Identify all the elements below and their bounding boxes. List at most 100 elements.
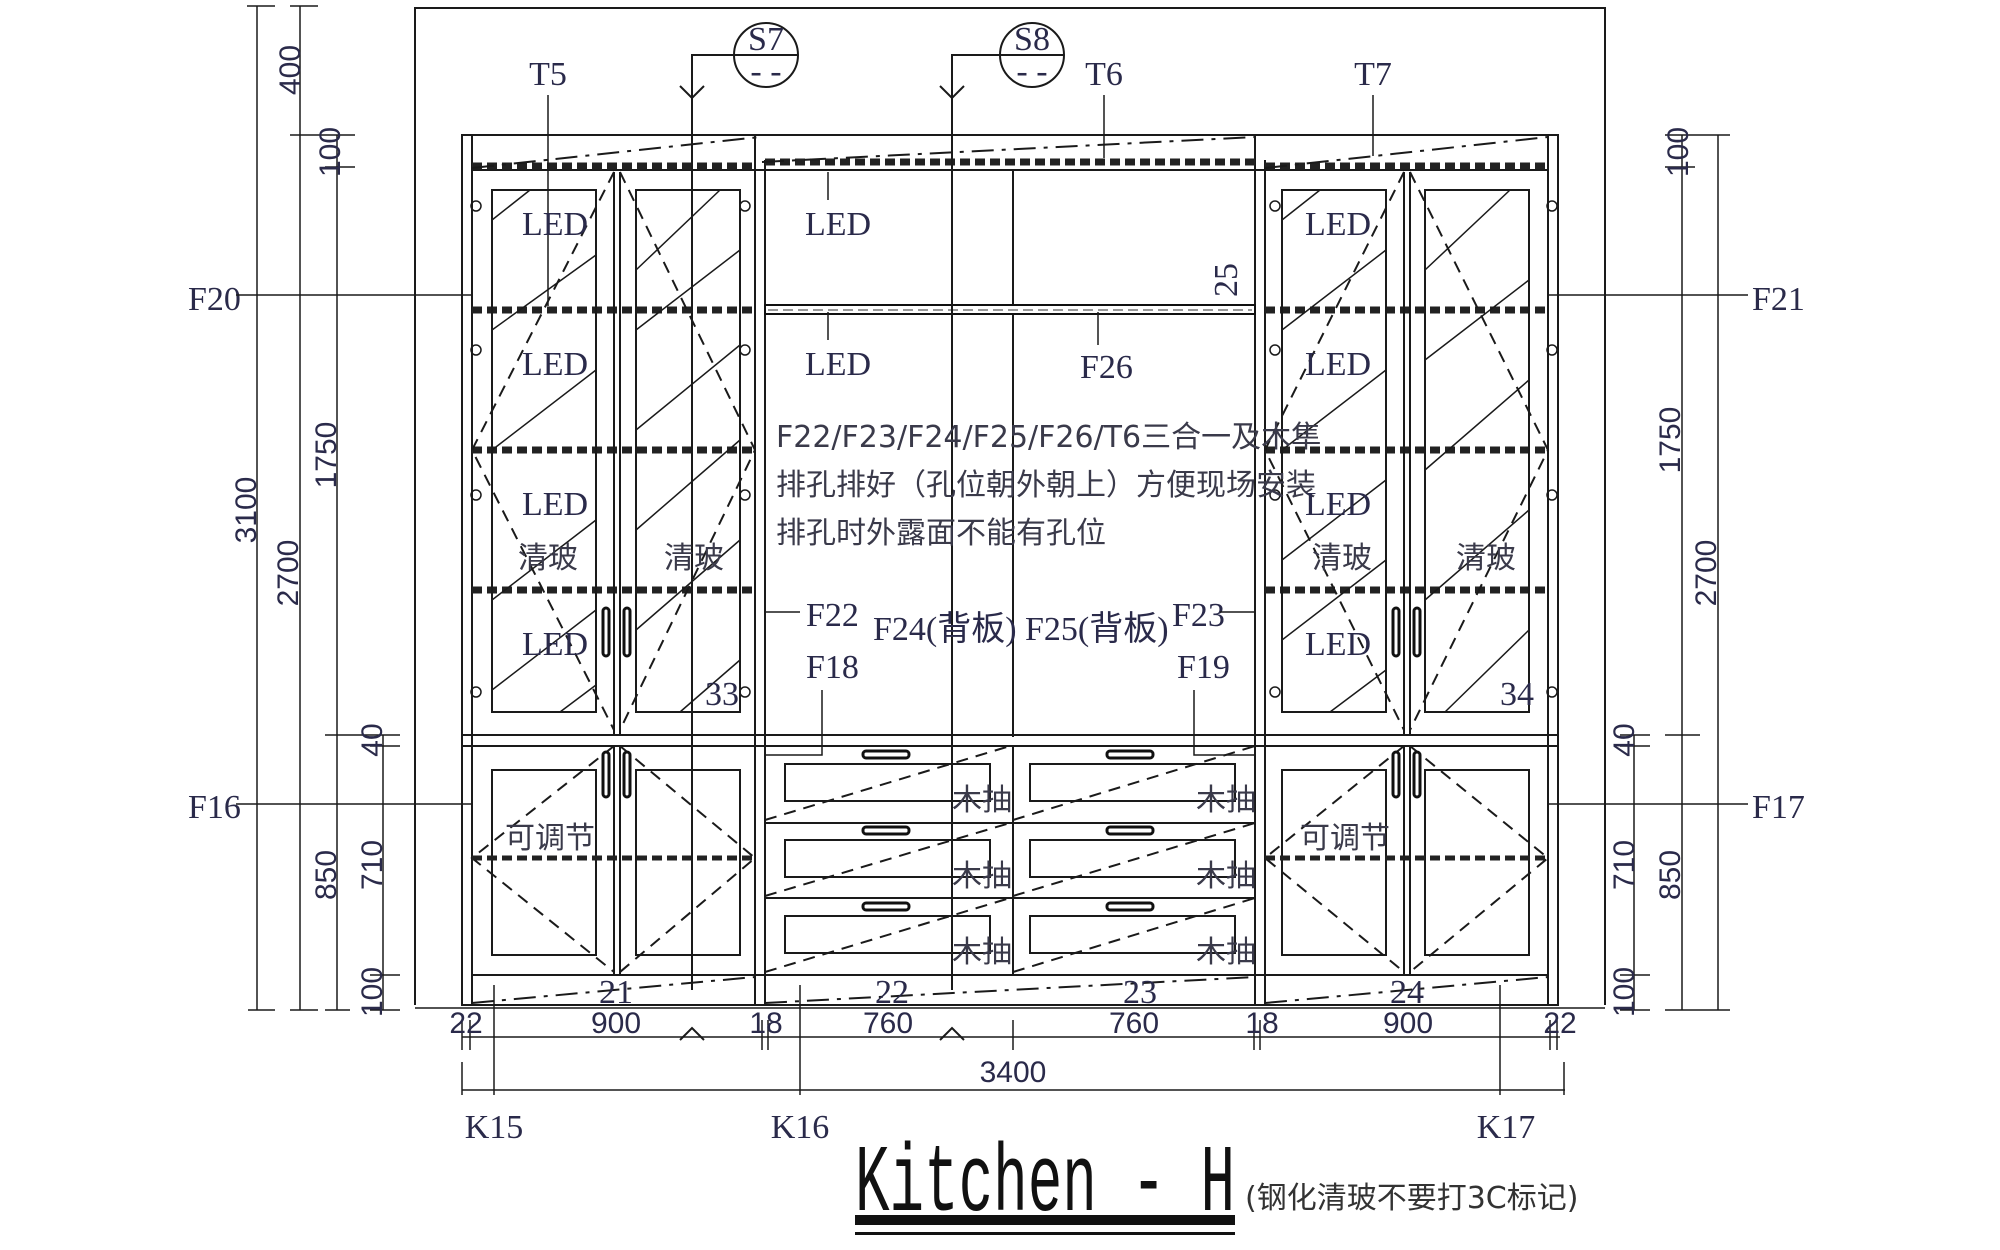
note-line-1: F22/F23/F24/F25/F26/T6三合一及木隼 (776, 420, 1321, 455)
shelf-pin-icons (470, 200, 751, 698)
side-labels: F20 F21 F16 F17 (188, 281, 1805, 826)
led-label: LED (522, 626, 588, 663)
label-k17: K17 (1477, 1109, 1536, 1146)
label-f16: F16 (188, 789, 241, 826)
wood-drawer-label: 木抽 (1196, 935, 1256, 970)
dim-760-left: 760 (863, 1007, 913, 1040)
dim-100-top-right: 100 (1662, 127, 1695, 177)
dim-710-right: 710 (1608, 840, 1641, 890)
wood-drawer-label: 木抽 (1196, 859, 1256, 894)
clear-glass-label: 清玻 (664, 541, 724, 576)
dim-18-right: 18 (1245, 1007, 1278, 1040)
kick-number: 23 (1123, 974, 1157, 1011)
adjustable-label: 可调节 (505, 821, 595, 856)
dim-100-top: 100 (314, 127, 347, 177)
dim-22-right: 22 (1543, 1007, 1576, 1040)
kick-plinth (471, 976, 1549, 1004)
dim-40-right: 40 (1608, 723, 1641, 756)
dim-22-left: 22 (449, 1007, 482, 1040)
right-upper-glass-doors (1263, 171, 1558, 735)
dim-3100: 3100 (230, 477, 263, 544)
label-k15: K15 (465, 1109, 524, 1146)
top-labels: T5 T6 T7 (529, 56, 1392, 306)
left-upper-glass-doors (470, 171, 757, 735)
wood-drawer-label: 木抽 (1196, 783, 1256, 818)
kick-number: 24 (1390, 974, 1424, 1011)
clear-glass-label: 清玻 (518, 541, 578, 576)
label-34: 34 (1500, 676, 1534, 713)
dim-25: 25 (1208, 263, 1245, 297)
material-labels: 清玻 清玻 清玻 清玻 33 34 可调节 可调节 木抽 木抽 木抽 木抽 木抽… (505, 541, 1534, 970)
section-marker-s7: S7 - - (679, 21, 799, 1041)
left-lower-doors (470, 745, 757, 975)
led-label: LED (522, 346, 588, 383)
led-label: LED (522, 206, 588, 243)
label-f21: F21 (1752, 281, 1805, 318)
label-f23: F23 (1172, 597, 1225, 634)
dim-850: 850 (310, 850, 343, 900)
clear-glass-label: 清玻 (1312, 541, 1372, 576)
label-t5: T5 (529, 56, 567, 93)
label-f20: F20 (188, 281, 241, 318)
section-sub-s8: - - (1016, 53, 1047, 90)
note-line-3: 排孔时外露面不能有孔位 (776, 516, 1106, 551)
label-f22: F22 (806, 597, 859, 634)
kick-number: 21 (599, 974, 633, 1011)
dim-3400-total: 3400 (980, 1056, 1047, 1089)
dim-400: 400 (274, 45, 307, 95)
dim-900-left: 900 (591, 1007, 641, 1040)
dim-1750: 1750 (310, 422, 343, 489)
shelf-pin-icons (1269, 200, 1558, 698)
kick-number: 22 (875, 974, 909, 1011)
dim-900-right: 900 (1383, 1007, 1433, 1040)
right-dimensions: 100 1750 2700 40 850 710 100 (1608, 127, 1730, 1017)
wood-drawer-label: 木抽 (952, 783, 1012, 818)
label-t6: T6 (1085, 56, 1123, 93)
label-f17: F17 (1752, 789, 1805, 826)
section-marker-s8: S8 - - (939, 21, 1065, 1041)
led-label: LED (1305, 486, 1371, 523)
kick-numbers: 21 22 23 24 (599, 974, 1424, 1011)
dim-100-bottom-right: 100 (1608, 967, 1641, 1017)
clear-glass-label: 清玻 (1456, 541, 1516, 576)
label-t7: T7 (1354, 56, 1392, 93)
wood-drawer-label: 木抽 (952, 859, 1012, 894)
led-label: LED (805, 346, 871, 383)
led-label: LED (1305, 626, 1371, 663)
dim-850-right: 850 (1654, 850, 1687, 900)
assembly-note: F22/F23/F24/F25/F26/T6三合一及木隼 排孔排好（孔位朝外朝上… (776, 420, 1321, 551)
dim-1750-right: 1750 (1654, 407, 1687, 474)
kick-labels: K15 K16 K17 (465, 985, 1536, 1146)
cabinet-outline (461, 134, 1559, 1006)
wood-drawer-label: 木抽 (952, 935, 1012, 970)
label-f24-back-panel: F24(背板) (873, 610, 1017, 648)
dim-100-bottom: 100 (356, 967, 389, 1017)
dim-18-left: 18 (749, 1007, 782, 1040)
label-33: 33 (705, 676, 739, 713)
bottom-dimensions: 22 900 18 760 760 18 900 22 3400 (415, 1007, 1605, 1095)
section-sub-s7: - - (750, 53, 781, 90)
led-labels: LED LED LED LED LED LED LED LED LED LED (522, 172, 1371, 663)
drawing-title: Kitchen - H (钢化清玻不要打3C标记) (855, 1130, 1578, 1239)
led-label: LED (805, 206, 871, 243)
dim-40: 40 (356, 723, 389, 756)
dim-2700-right: 2700 (1690, 540, 1723, 607)
dim-2700: 2700 (272, 540, 305, 607)
label-f26: F26 (1080, 349, 1133, 386)
led-label: LED (522, 486, 588, 523)
label-f19: F19 (1177, 649, 1230, 686)
right-lower-doors (1263, 745, 1550, 975)
note-line-2: 排孔排好（孔位朝外朝上）方便现场安装 (776, 468, 1316, 503)
middle-drawers (764, 745, 1256, 975)
label-k16: K16 (771, 1109, 830, 1146)
adjustable-label: 可调节 (1300, 821, 1390, 856)
led-label: LED (1305, 346, 1371, 383)
led-label: LED (1305, 206, 1371, 243)
label-f18: F18 (806, 649, 859, 686)
wall-frame (414, 7, 1606, 1005)
middle-labels: F22 F18 F23 F19 F24(背板) F25(背板) F26 25 (765, 263, 1255, 756)
title-note: (钢化清玻不要打3C标记) (1245, 1181, 1578, 1216)
section-id-s8: S8 (1014, 21, 1050, 58)
left-dimensions: 400 100 3100 2700 1750 40 850 710 100 (230, 5, 400, 1017)
